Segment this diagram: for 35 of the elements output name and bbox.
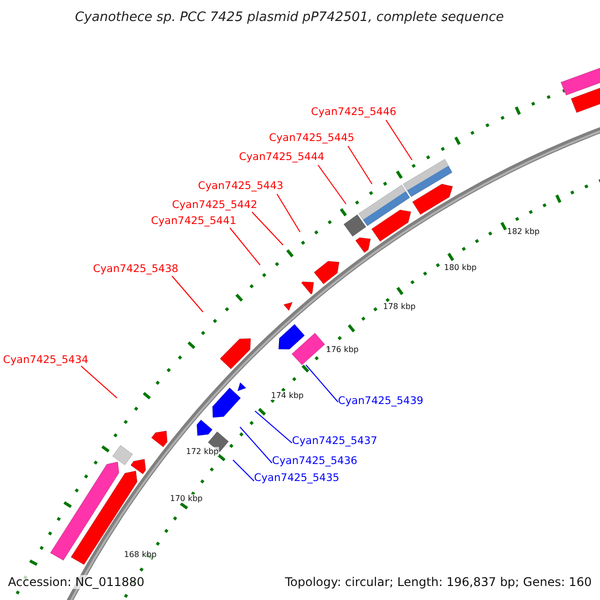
tick-label: 176 kbp (326, 345, 359, 354)
tick-label: 174 kbp (271, 391, 304, 400)
tick-label: 168 kbp (124, 550, 157, 559)
leader-line (386, 120, 412, 160)
gene-label: Cyan7425_5439 (338, 395, 424, 407)
tick-label: 178 kbp (383, 302, 416, 311)
leader-line (276, 194, 300, 232)
genome-summary-text: Topology: circular; Length: 196,837 bp; Genes: 160 (285, 575, 592, 589)
tick-label: 170 kbp (170, 494, 203, 503)
gene-label: Cyan7425_5435 (254, 472, 340, 484)
gene-label: Cyan7425_5443 (198, 180, 284, 192)
tick-label: 182 kbp (507, 227, 540, 236)
leader-line (348, 146, 372, 184)
gene-label: Cyan7425_5445 (269, 132, 354, 144)
leader-line (318, 164, 346, 204)
gene-label: Cyan7425_5444 (239, 151, 324, 163)
leader-line (254, 410, 292, 444)
leader-line (80, 366, 118, 398)
gene-label: Cyan7425_5442 (172, 199, 258, 211)
leader-line (172, 276, 204, 312)
leader-line (306, 364, 338, 402)
tick-label: 172 kbp (186, 447, 219, 456)
tick-label: 180 kbp (444, 263, 477, 272)
title: Cyanothece sp. PCC 7425 plasmid pP742501, complete sequence (75, 10, 504, 25)
gene-label: Cyan7425_5437 (292, 435, 378, 447)
gene-label: Cyan7425_5446 (311, 106, 396, 118)
gene-label: Cyan7425_5441 (151, 215, 236, 227)
leader-line (240, 426, 272, 464)
accession-text: Accession: NC_011880 (8, 575, 144, 589)
leader-line (232, 460, 254, 482)
leader-line (252, 212, 284, 246)
gene-label: Cyan7425_5436 (272, 455, 358, 467)
gene-label: Cyan7425_5438 (93, 263, 178, 275)
leader-line (230, 228, 260, 266)
gene-label: Cyan7425_5434 (3, 354, 88, 366)
